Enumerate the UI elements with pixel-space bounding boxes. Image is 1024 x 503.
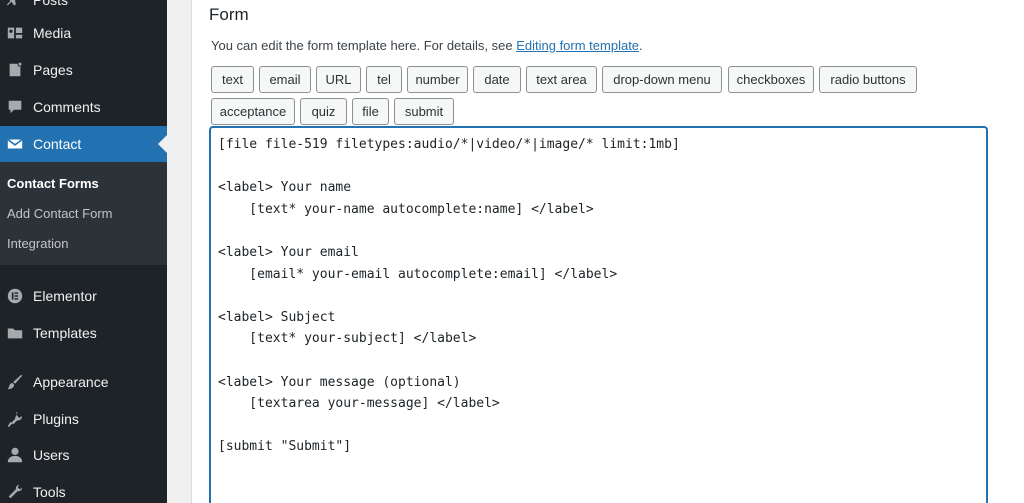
contact-submenu: Contact Forms Add Contact Form Integrati… bbox=[0, 162, 167, 265]
sidebar-item-users[interactable]: Users bbox=[0, 437, 167, 473]
wrench-icon bbox=[5, 482, 25, 502]
submenu-item-add-contact-form[interactable]: Add Contact Form bbox=[7, 206, 113, 221]
envelope-icon bbox=[5, 134, 25, 154]
editing-form-template-link[interactable]: Editing form template bbox=[516, 38, 640, 53]
pages-icon bbox=[5, 60, 25, 80]
sidebar-item-label: Comments bbox=[33, 99, 101, 115]
user-icon bbox=[5, 445, 25, 465]
thumbtack-icon bbox=[5, 0, 25, 10]
sidebar-item-label: Users bbox=[33, 447, 70, 463]
tag-button-submit[interactable]: submit bbox=[394, 98, 454, 125]
tag-button-checkboxes[interactable]: checkboxes bbox=[728, 66, 814, 93]
tag-button-number[interactable]: number bbox=[407, 66, 468, 93]
tag-button-text-area[interactable]: text area bbox=[526, 66, 597, 93]
sidebar-item-label: Pages bbox=[33, 62, 73, 78]
submenu-item-integration[interactable]: Integration bbox=[7, 236, 69, 251]
tag-button-acceptance[interactable]: acceptance bbox=[211, 98, 295, 125]
submenu-item-contact-forms[interactable]: Contact Forms bbox=[7, 176, 99, 191]
tag-button-text[interactable]: text bbox=[211, 66, 254, 93]
sidebar-item-posts[interactable]: Posts bbox=[0, 0, 167, 18]
tag-button-date[interactable]: date bbox=[473, 66, 521, 93]
sidebar-item-label: Media bbox=[33, 25, 72, 41]
form-description-text: You can edit the form template here. For… bbox=[211, 38, 517, 53]
sidebar-item-label: Templates bbox=[33, 325, 97, 341]
tag-button-url[interactable]: URL bbox=[316, 66, 361, 93]
sidebar-item-label: Posts bbox=[33, 0, 69, 8]
admin-sidebar: Posts Media Pages Comments Contact bbox=[0, 0, 167, 503]
tag-button-tel[interactable]: tel bbox=[366, 66, 402, 93]
sidebar-item-media[interactable]: Media bbox=[0, 15, 167, 51]
sidebar-item-elementor[interactable]: Elementor bbox=[0, 278, 167, 314]
sidebar-item-templates[interactable]: Templates bbox=[0, 315, 167, 351]
sidebar-item-comments[interactable]: Comments bbox=[0, 89, 167, 125]
section-title: Form bbox=[209, 5, 249, 24]
tag-button-email[interactable]: email bbox=[259, 66, 311, 93]
elementor-icon bbox=[5, 286, 25, 306]
sidebar-item-label: Elementor bbox=[33, 288, 97, 304]
tag-button-drop-down-menu[interactable]: drop-down menu bbox=[602, 66, 722, 93]
media-icon bbox=[5, 23, 25, 43]
tag-button-quiz[interactable]: quiz bbox=[300, 98, 347, 125]
sidebar-item-label: Tools bbox=[33, 484, 66, 500]
form-editor-panel: Form You can edit the form template here… bbox=[191, 0, 1024, 503]
form-description-end: . bbox=[639, 38, 643, 53]
plugin-icon bbox=[5, 409, 25, 429]
sidebar-item-tools[interactable]: Tools bbox=[0, 474, 167, 503]
sidebar-item-label: Appearance bbox=[33, 374, 109, 390]
comment-icon bbox=[5, 97, 25, 117]
paintbrush-icon bbox=[5, 372, 25, 392]
folder-icon bbox=[5, 323, 25, 343]
sidebar-item-plugins[interactable]: Plugins bbox=[0, 401, 167, 437]
form-template-editor[interactable]: [file file-519 filetypes:audio/*|video/*… bbox=[209, 126, 988, 503]
sidebar-item-pages[interactable]: Pages bbox=[0, 52, 167, 88]
sidebar-item-contact[interactable]: Contact bbox=[0, 126, 167, 162]
sidebar-item-label: Plugins bbox=[33, 411, 79, 427]
active-indicator bbox=[158, 135, 167, 153]
sidebar-item-label: Contact bbox=[33, 136, 82, 152]
tag-button-file[interactable]: file bbox=[352, 98, 389, 125]
tag-button-radio-buttons[interactable]: radio buttons bbox=[819, 66, 917, 93]
sidebar-item-appearance[interactable]: Appearance bbox=[0, 364, 167, 400]
form-description: You can edit the form template here. For… bbox=[211, 38, 643, 53]
